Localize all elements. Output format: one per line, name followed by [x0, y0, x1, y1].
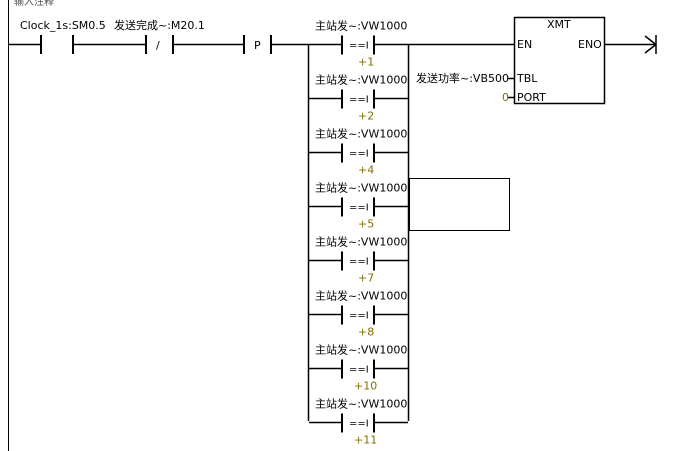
compare-value: +2	[358, 110, 374, 123]
compare-contact[interactable]: 主站发~:VW1000 ==I +11	[309, 397, 408, 447]
compare-contacts: 主站发~:VW1000==I+1主站发~:VW1000==I+2主站发~:VW1…	[309, 19, 408, 447]
compare-operand: 主站发~:VW1000	[315, 235, 407, 249]
compare-operand: 主站发~:VW1000	[315, 73, 407, 87]
rung-end-marker	[644, 35, 657, 54]
contact-clock[interactable]: Clock_1s:SM0.5	[20, 19, 106, 54]
compare-operand: 主站发~:VW1000	[315, 127, 407, 141]
compare-op: ==I	[349, 149, 369, 160]
contact-clock-label: Clock_1s:SM0.5	[20, 19, 106, 32]
compare-value: +1	[358, 56, 374, 69]
compare-contact[interactable]: 主站发~:VW1000 ==I +7	[309, 235, 408, 285]
contact-sent-done-label: 发送完成~:M20.1	[114, 18, 205, 32]
network-comment[interactable]: 输入注释	[14, 0, 54, 8]
xmt-en: EN	[517, 38, 532, 51]
compare-contact[interactable]: 主站发~:VW1000 ==I +1	[315, 19, 407, 69]
compare-op: ==I	[349, 419, 369, 430]
compare-value: +7	[358, 272, 374, 285]
compare-contact[interactable]: 主站发~:VW1000 ==I +5	[309, 181, 408, 231]
compare-op: ==I	[349, 311, 369, 322]
xmt-block[interactable]: XMT EN ENO TBL PORT	[508, 16, 606, 105]
compare-contact[interactable]: 主站发~:VW1000 ==I +10	[309, 343, 408, 393]
compare-operand: 主站发~:VW1000	[315, 289, 407, 303]
xmt-title: XMT	[547, 18, 571, 31]
compare-contact[interactable]: 主站发~:VW1000 ==I +2	[309, 73, 408, 123]
compare-value: +4	[358, 164, 374, 177]
compare-value: +10	[354, 380, 377, 393]
compare-op: ==I	[349, 365, 369, 376]
compare-contact[interactable]: 主站发~:VW1000 ==I +8	[309, 289, 408, 339]
compare-op: ==I	[349, 95, 369, 106]
compare-value: +11	[354, 434, 377, 447]
xmt-tbl-param[interactable]: 发送功率~:VB500	[416, 71, 509, 85]
compare-operand: 主站发~:VW1000	[315, 397, 407, 411]
xmt-port: PORT	[517, 91, 546, 104]
xmt-tbl: TBL	[516, 72, 538, 85]
not-slash: /	[156, 39, 160, 52]
compare-operand: 主站发~:VW1000	[315, 19, 407, 33]
compare-operand: 主站发~:VW1000	[315, 181, 407, 195]
xmt-box	[513, 16, 606, 105]
compare-operand: 主站发~:VW1000	[315, 343, 407, 357]
xmt-eno: ENO	[578, 38, 602, 51]
contact-sent-done[interactable]: / 发送完成~:M20.1	[114, 18, 205, 54]
compare-op: ==I	[349, 203, 369, 214]
compare-value: +8	[358, 326, 374, 339]
compare-op: ==I	[349, 41, 369, 52]
compare-value: +5	[358, 218, 374, 231]
compare-op: ==I	[349, 257, 369, 268]
xmt-port-param[interactable]: 0	[502, 91, 509, 104]
empty-instruction-box[interactable]	[409, 178, 510, 231]
compare-contact[interactable]: 主站发~:VW1000 ==I +4	[309, 127, 408, 177]
pulse-label: P	[254, 39, 261, 52]
pulse-contact[interactable]: P	[243, 35, 272, 54]
